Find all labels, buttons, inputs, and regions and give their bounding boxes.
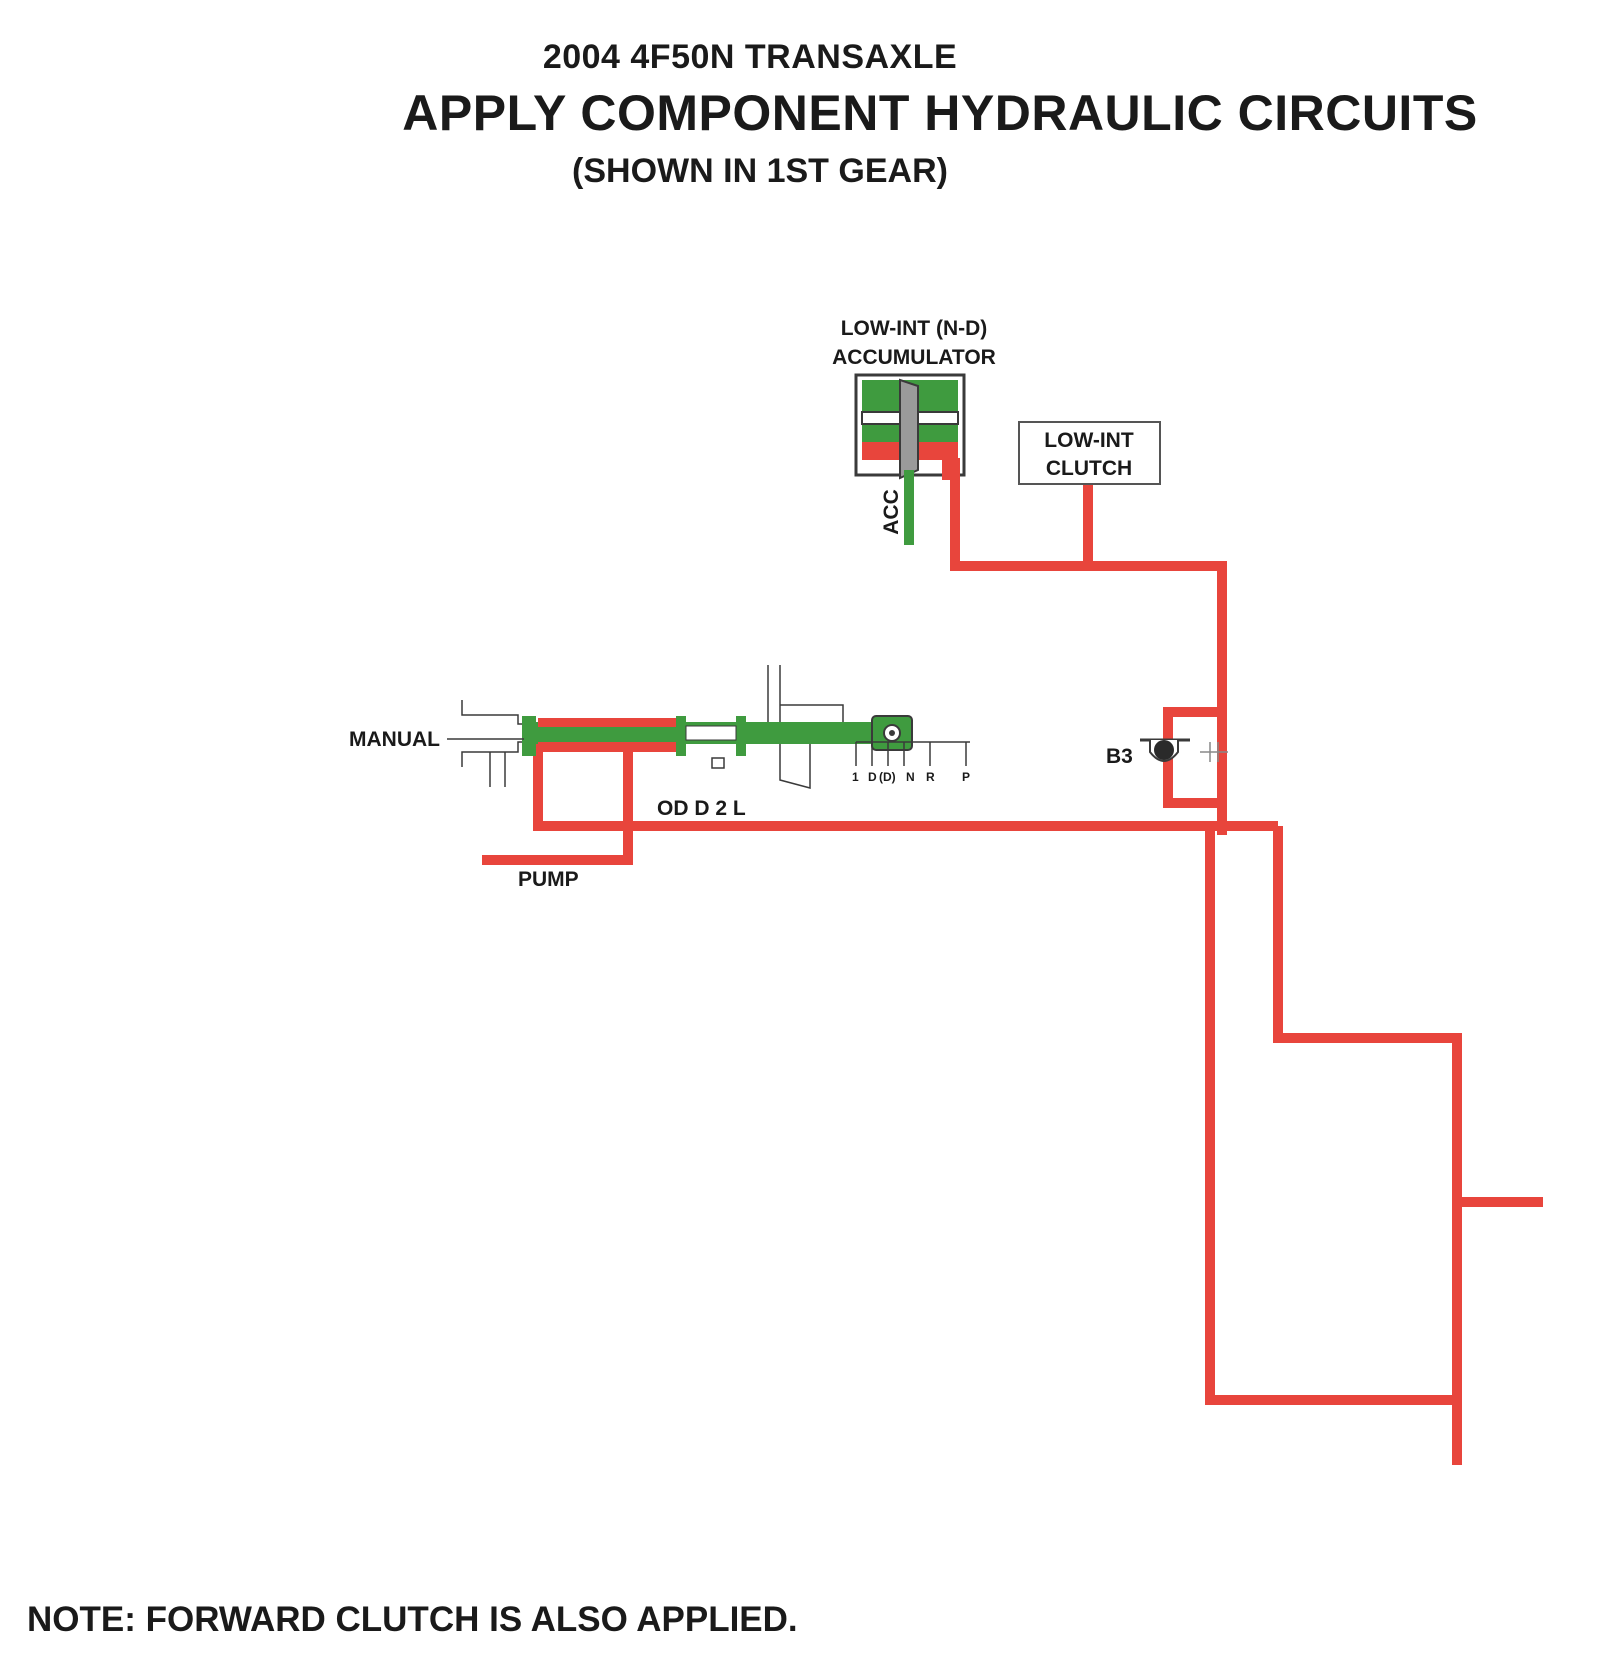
detent-scale xyxy=(855,741,970,766)
manual-output-line xyxy=(533,742,628,831)
spool-red-section-lower xyxy=(538,742,680,752)
manual-valve-spool xyxy=(522,715,913,756)
pressure-circuit xyxy=(482,462,1543,1465)
spool-land-2 xyxy=(676,716,686,756)
page-title: APPLY COMPONENT HYDRAULIC CIRCUITS xyxy=(402,85,1478,141)
spool-red-section xyxy=(538,718,680,727)
clutch-label-line1: LOW-INT xyxy=(1044,429,1134,452)
pump-feed-line xyxy=(482,728,633,865)
detent-r: R xyxy=(926,770,935,784)
detent-dd: (D) xyxy=(879,770,896,784)
pump-label: PUMP xyxy=(518,868,579,891)
model-heading: 2004 4F50N TRANSAXLE xyxy=(542,38,958,76)
lower-loop-line xyxy=(1205,826,1457,1405)
detent-p: P xyxy=(962,770,970,784)
od-d2l-label: OD D 2 L xyxy=(657,797,746,820)
spool-land-1 xyxy=(522,716,536,756)
manual-label: MANUAL xyxy=(349,728,440,751)
spool-land-3 xyxy=(736,716,746,756)
b3-label: B3 xyxy=(1106,745,1133,768)
accumulator-label-line2: ACCUMULATOR xyxy=(832,346,996,369)
spool-neck xyxy=(685,725,737,741)
accumulator xyxy=(854,373,966,545)
acc-label: ACC xyxy=(880,489,903,535)
clutch-label-line2: CLUTCH xyxy=(1046,457,1132,480)
accumulator-lower-red xyxy=(942,458,960,480)
detent-1: 1 xyxy=(852,770,859,784)
right-branch-line xyxy=(1273,826,1462,1465)
accumulator-piston-rod xyxy=(899,378,919,480)
low-int-clutch-box xyxy=(1018,421,1161,485)
b3-loop-line xyxy=(1163,707,1222,808)
detent-n: N xyxy=(906,770,915,784)
forward-clutch-note: NOTE: FORWARD CLUTCH IS ALSO APPLIED. xyxy=(27,1600,798,1639)
acc-green-line xyxy=(904,470,914,545)
detent-d: D xyxy=(868,770,877,784)
page-subtitle: (SHOWN IN 1ST GEAR) xyxy=(572,152,948,190)
accumulator-label-line1: LOW-INT (N-D) xyxy=(841,317,988,340)
b3-check-ball xyxy=(1140,738,1228,762)
